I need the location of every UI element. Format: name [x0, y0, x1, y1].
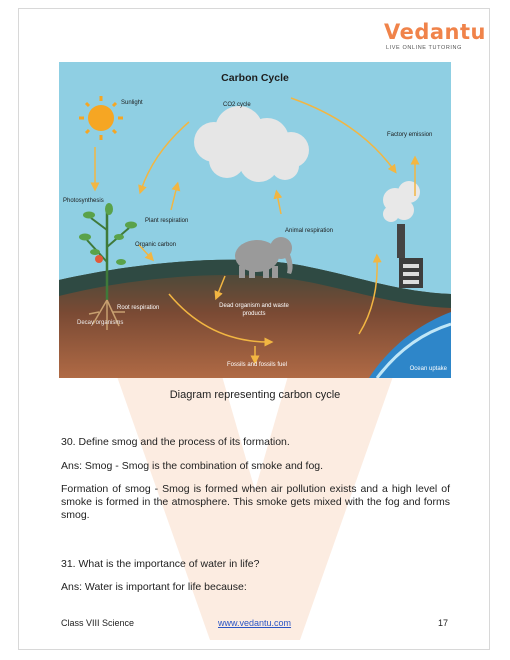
cycle-arrows	[90, 97, 420, 365]
ground-surface	[59, 259, 451, 308]
ocean-wave	[375, 322, 451, 378]
plant-icon	[79, 203, 137, 330]
label-plant-respiration: Plant respiration	[145, 218, 188, 224]
label-sunlight: Sunlight	[121, 100, 143, 106]
label-fossils: Fossils and fossils fuel	[227, 362, 287, 368]
label-decay-organisms: Decay organisms	[77, 320, 123, 326]
diagram-svg: Carbon Cycle Sunlight CO2 cycle Factory …	[59, 62, 451, 378]
carbon-cycle-diagram: Carbon Cycle Sunlight CO2 cycle Factory …	[59, 62, 451, 378]
sun-icon	[79, 96, 123, 140]
label-root-respiration: Root respiration	[117, 305, 159, 311]
label-factory-emission: Factory emission	[387, 132, 432, 138]
cloud-icon	[194, 106, 309, 182]
label-dead-organisms-2: products	[242, 311, 265, 317]
footer-link[interactable]: www.vedantu.com	[218, 618, 292, 628]
page-border	[18, 8, 490, 650]
elephant-icon	[235, 237, 293, 278]
answer-30-formation: Formation of smog - Smog is formed when …	[61, 483, 450, 521]
label-ocean-uptake: Ocean uptake	[410, 366, 448, 372]
label-animal-respiration: Animal respiration	[285, 228, 333, 234]
label-organic-carbon: Organic carbon	[135, 242, 176, 248]
vedantu-logo: Vedantu LIVE ONLINE TUTORING	[384, 20, 486, 52]
figure-caption: Diagram representing carbon cycle	[169, 389, 341, 401]
label-dead-organisms-1: Dead organism and waste	[219, 303, 289, 309]
question-30: 30. Define smog and the process of its f…	[61, 436, 290, 448]
label-photosynthesis: Photosynthesis	[63, 198, 104, 204]
page-number: 17	[437, 618, 448, 628]
logo-tagline: LIVE ONLINE TUTORING	[386, 45, 462, 51]
factory-icon	[397, 224, 423, 288]
footer-class: Class VIII Science	[61, 618, 135, 628]
label-co2-cycle: CO2 cycle	[223, 102, 251, 108]
answer-30-definition: Ans: Smog - Smog is the combination of s…	[61, 460, 324, 472]
diagram-title: Carbon Cycle	[221, 72, 289, 84]
logo-text: Vedantu	[384, 20, 486, 44]
question-31: 31. What is the importance of water in l…	[61, 558, 260, 570]
answer-31: Ans: Water is important for life because…	[61, 581, 247, 593]
